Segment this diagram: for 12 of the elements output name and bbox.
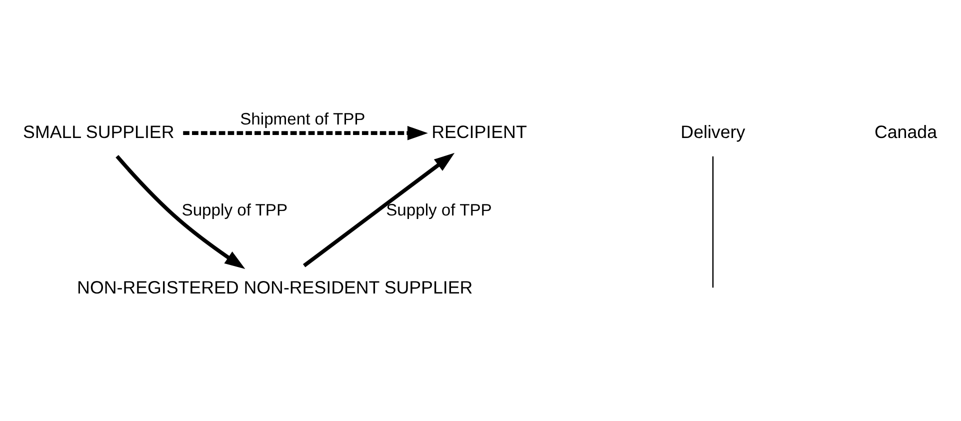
node-text: Delivery [680,121,746,142]
node-text: SMALL SUPPLIER [23,121,174,142]
node-text: NON-REGISTERED NON-RESIDENT SUPPLIER [77,277,473,298]
edge-label: Supply of TPP [182,200,288,219]
node-text: RECIPIENT [432,121,527,142]
arrow [183,125,428,140]
connector [712,156,714,288]
edge-label: Supply of TPP [386,200,492,219]
arrow [302,152,455,267]
arrow [116,154,246,268]
label: Canada [874,121,938,142]
edge-label: Shipment of TPP [240,109,366,128]
